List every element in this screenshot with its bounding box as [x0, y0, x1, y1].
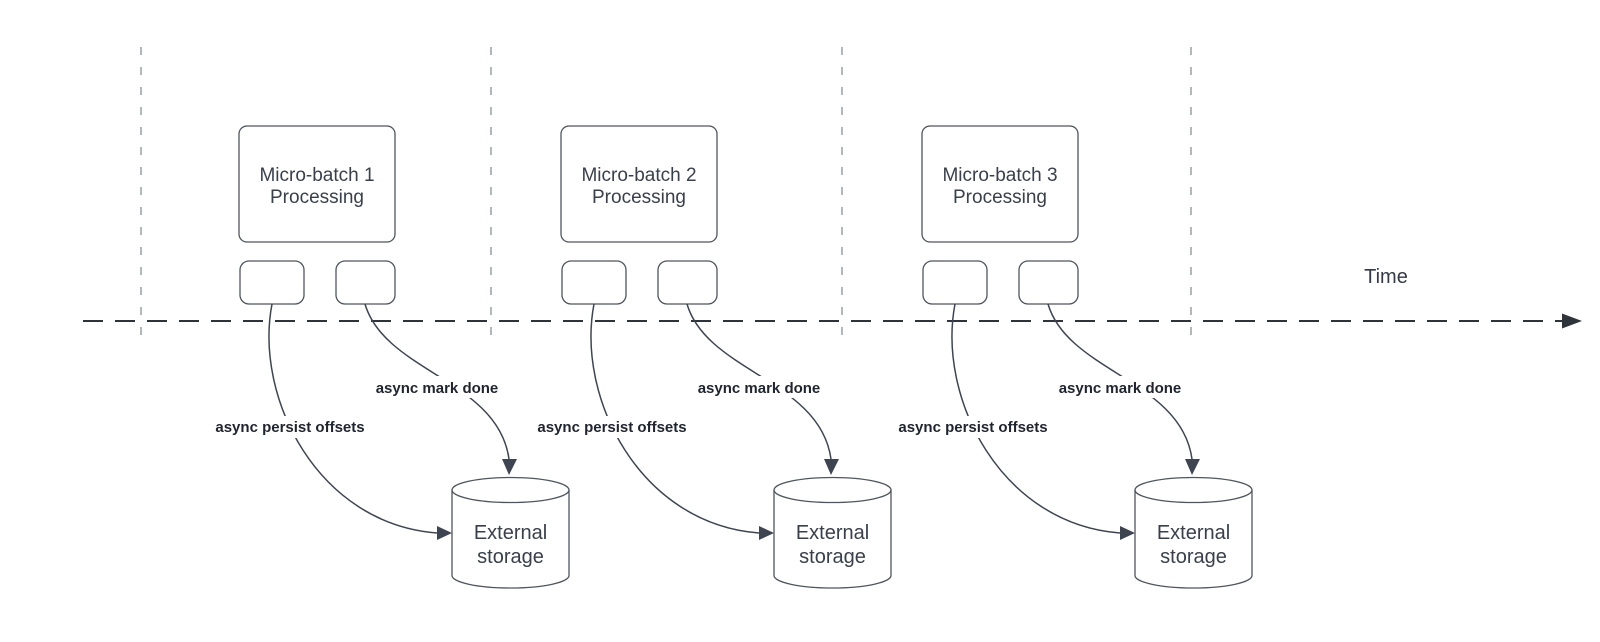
external-storage-label-line2: storage	[799, 546, 866, 568]
external-storage-label-line1: External	[1157, 522, 1230, 544]
persist-offsets-arrowhead-icon	[1120, 526, 1135, 540]
mark-done-arrowhead-icon	[502, 459, 517, 475]
mark-done-task-box	[657, 260, 718, 305]
persist-offsets-arrow	[590, 303, 760, 534]
external-storage-label-line1: External	[474, 522, 547, 544]
persist-offsets-arrow	[268, 303, 438, 534]
processing-box-title-line2: Processing	[270, 187, 364, 208]
mark-done-label: async mark done	[1059, 380, 1182, 397]
batch-unit-1: Micro-batch 1 Processing async persist o…	[200, 125, 570, 589]
persist-offsets-arrow	[951, 303, 1121, 534]
processing-box	[921, 125, 1079, 243]
external-storage-label-line2: storage	[477, 546, 544, 568]
persist-offsets-label-bg	[883, 416, 1063, 438]
external-storage-cylinder	[773, 476, 892, 589]
external-storage-cylinder	[1134, 476, 1253, 589]
batch-unit-2: Micro-batch 2 Processing async persist o…	[522, 125, 892, 589]
mark-done-label-bg	[1045, 376, 1195, 398]
external-storage-cylinder-rim	[451, 489, 570, 504]
persist-offsets-label: async persist offsets	[537, 419, 686, 436]
persist-offsets-label: async persist offsets	[215, 419, 364, 436]
persist-offsets-arrowhead-icon	[759, 526, 774, 540]
persist-offsets-label-bg	[200, 416, 380, 438]
persist-task-box	[239, 260, 305, 305]
mark-done-label: async mark done	[376, 380, 499, 397]
external-storage-cylinder-rim	[1134, 489, 1253, 504]
mark-done-label-bg	[684, 376, 834, 398]
external-storage-cylinder	[451, 476, 570, 589]
external-storage-label-line1: External	[796, 522, 869, 544]
time-axis-arrowhead-icon	[1562, 313, 1582, 329]
mark-done-label: async mark done	[698, 380, 821, 397]
mark-done-task-box	[335, 260, 396, 305]
batch-unit-3: Micro-batch 3 Processing async persist o…	[883, 125, 1253, 589]
processing-box-title-line2: Processing	[953, 187, 1047, 208]
persist-offsets-label-bg	[522, 416, 702, 438]
external-storage-cylinder-rim	[773, 489, 892, 504]
processing-box-title-line1: Micro-batch 3	[942, 165, 1057, 186]
processing-box	[560, 125, 718, 243]
time-axis-label: Time	[1364, 266, 1408, 288]
mark-done-task-box	[1018, 260, 1079, 305]
processing-box-title-line1: Micro-batch 2	[581, 165, 696, 186]
mark-done-arrowhead-icon	[1185, 459, 1200, 475]
processing-box-title-line1: Micro-batch 1	[259, 165, 374, 186]
persist-offsets-label: async persist offsets	[898, 419, 1047, 436]
persist-task-box	[561, 260, 627, 305]
processing-box	[238, 125, 396, 243]
persist-task-box	[922, 260, 988, 305]
external-storage-label-line2: storage	[1160, 546, 1227, 568]
persist-offsets-arrowhead-icon	[437, 526, 452, 540]
mark-done-label-bg	[362, 376, 512, 398]
processing-box-title-line2: Processing	[592, 187, 686, 208]
mark-done-arrowhead-icon	[824, 459, 839, 475]
